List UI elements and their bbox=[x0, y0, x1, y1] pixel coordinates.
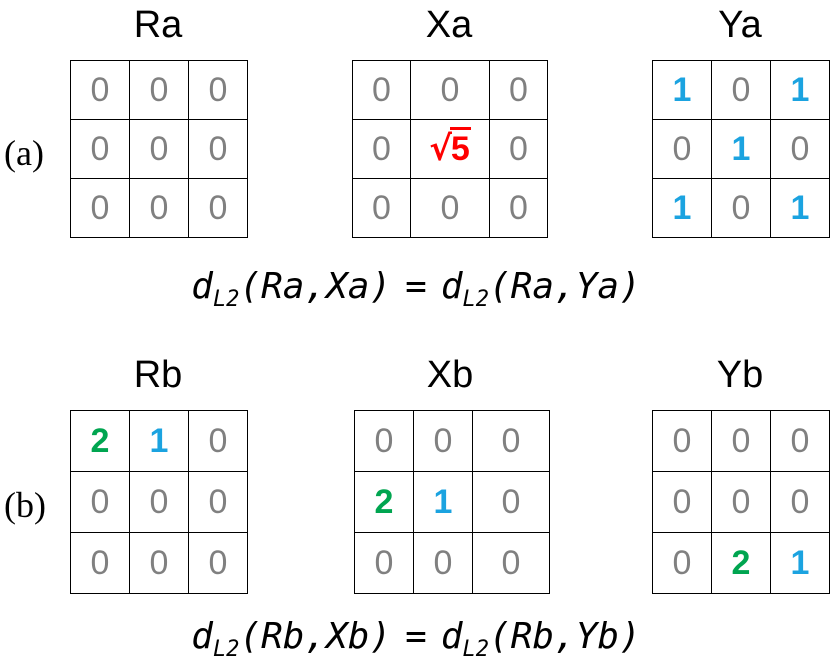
cell: 0 bbox=[770, 471, 830, 533]
cell: 2 bbox=[70, 410, 130, 472]
cell: 2 bbox=[711, 532, 771, 594]
equals-sign: = bbox=[405, 616, 427, 657]
cell: 0 bbox=[188, 410, 248, 472]
cell: 0 bbox=[188, 119, 248, 179]
cell: 0 bbox=[489, 178, 548, 238]
lhs-args: (Ra,Xa) bbox=[239, 266, 392, 307]
matrix-title-xa: Xa bbox=[425, 4, 473, 46]
cell: 0 bbox=[129, 178, 189, 238]
cell: 0 bbox=[711, 178, 771, 238]
cell: 0 bbox=[354, 410, 414, 472]
rhs-args: (Ra,Ya) bbox=[489, 266, 641, 307]
cell-sqrt5: √5 bbox=[410, 119, 490, 179]
cell: 0 bbox=[129, 60, 189, 120]
cell: 0 bbox=[472, 410, 550, 472]
cell: 0 bbox=[489, 119, 548, 179]
rhs-func: d bbox=[440, 266, 463, 307]
cell: 0 bbox=[770, 410, 830, 472]
lhs-sub: L2 bbox=[212, 287, 240, 313]
radical-icon: √ bbox=[429, 129, 452, 169]
rhs-func: d bbox=[440, 616, 463, 657]
cell: 0 bbox=[352, 119, 411, 179]
cell: 1 bbox=[129, 410, 189, 472]
panel-b-label: (b) bbox=[4, 485, 46, 525]
cell: 0 bbox=[711, 471, 771, 533]
lhs-sub: L2 bbox=[212, 637, 240, 663]
cell: 1 bbox=[770, 532, 830, 594]
cell: 0 bbox=[188, 60, 248, 120]
cell: 0 bbox=[354, 532, 414, 594]
cell: 0 bbox=[70, 178, 130, 238]
cell: 1 bbox=[652, 60, 712, 120]
cell: 0 bbox=[129, 532, 189, 594]
cell: 1 bbox=[652, 178, 712, 238]
cell: 0 bbox=[652, 532, 712, 594]
cell: 0 bbox=[652, 119, 712, 179]
rhs-sub: L2 bbox=[462, 637, 490, 663]
equation-a: dL2(Ra,Xa)=dL2(Ra,Ya) bbox=[0, 266, 832, 312]
cell: 0 bbox=[472, 471, 550, 533]
cell: 1 bbox=[413, 471, 473, 533]
cell: 1 bbox=[770, 178, 830, 238]
cell: 1 bbox=[711, 119, 771, 179]
cell: 0 bbox=[70, 119, 130, 179]
cell: 0 bbox=[70, 532, 130, 594]
lhs-func: d bbox=[191, 266, 213, 307]
matrix-title-xb: Xb bbox=[426, 354, 474, 396]
cell: 0 bbox=[410, 60, 490, 120]
cell: 1 bbox=[770, 60, 830, 120]
cell: 0 bbox=[188, 471, 248, 533]
cell: 0 bbox=[652, 471, 712, 533]
cell: 0 bbox=[489, 60, 548, 120]
cell: 0 bbox=[352, 178, 411, 238]
cell: 0 bbox=[652, 410, 712, 472]
cell: 0 bbox=[413, 532, 473, 594]
cell: 0 bbox=[770, 119, 830, 179]
cell: 0 bbox=[711, 60, 771, 120]
rhs-args: (Rb,Yb) bbox=[489, 616, 641, 657]
equation-b: dL2(Rb,Xb)=dL2(Rb,Yb) bbox=[0, 616, 832, 662]
matrix-title-yb: Yb bbox=[716, 354, 764, 396]
cell: 2 bbox=[354, 471, 414, 533]
cell: 0 bbox=[129, 119, 189, 179]
cell: 0 bbox=[413, 410, 473, 472]
matrix-title-ra: Ra bbox=[133, 4, 183, 46]
lhs-args: (Rb,Xb) bbox=[239, 616, 392, 657]
rhs-sub: L2 bbox=[462, 287, 490, 313]
cell: 0 bbox=[70, 471, 130, 533]
equals-sign: = bbox=[405, 266, 427, 307]
matrix-title-rb: Rb bbox=[133, 354, 183, 396]
cell: 0 bbox=[188, 532, 248, 594]
cell: 0 bbox=[711, 410, 771, 472]
matrix-title-ya: Ya bbox=[718, 4, 762, 46]
cell: 0 bbox=[188, 178, 248, 238]
cell: 0 bbox=[70, 60, 130, 120]
sqrt-symbol: √5 bbox=[429, 127, 471, 169]
cell: 0 bbox=[352, 60, 411, 120]
lhs-func: d bbox=[191, 616, 213, 657]
cell: 0 bbox=[410, 178, 490, 238]
cell: 0 bbox=[129, 471, 189, 533]
cell: 0 bbox=[472, 532, 550, 594]
panel-a-label: (a) bbox=[4, 133, 44, 173]
